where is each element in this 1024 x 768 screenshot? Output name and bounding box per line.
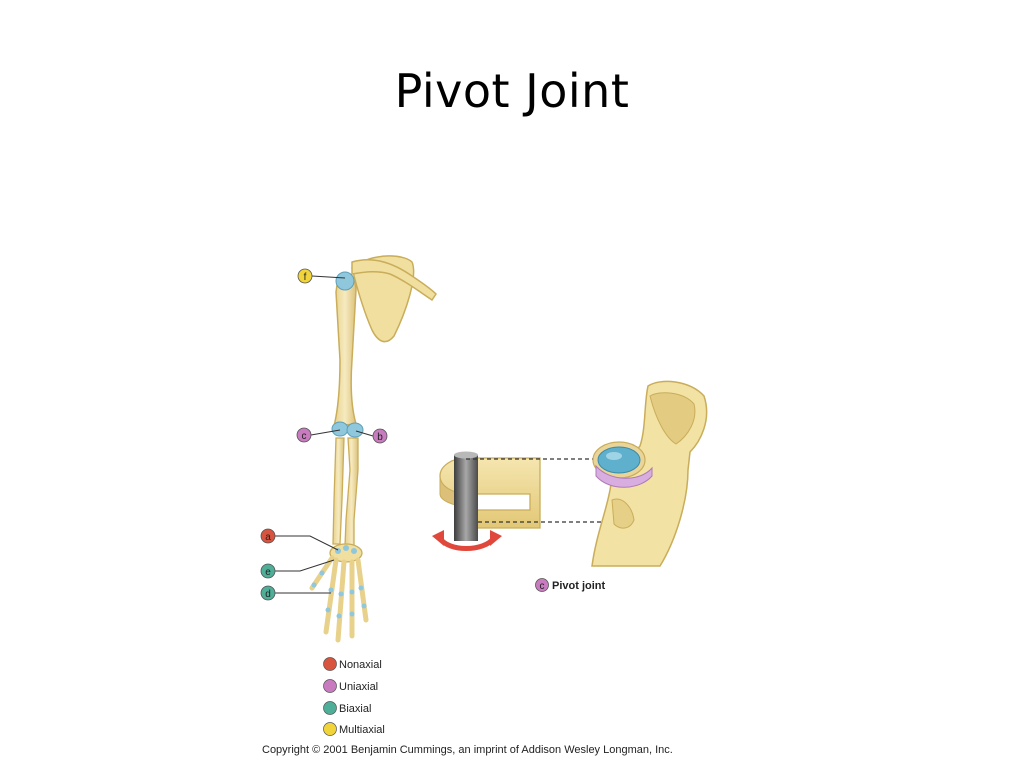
callout-f: f — [297, 268, 346, 284]
legend-item-multiaxial: Multiaxial — [323, 722, 385, 736]
callout-f-letter: f — [304, 272, 307, 283]
copyright-notice: Copyright © 2001 Benjamin Cummings, an i… — [262, 744, 673, 756]
pivot-joint-marker: c — [540, 581, 545, 592]
legend-item-uniaxial: Uniaxial — [323, 679, 378, 693]
legend-item-nonaxial: Nonaxial — [323, 657, 382, 671]
pivot-joint-caption: Pivot joint — [552, 580, 606, 592]
callout-a: a — [260, 528, 339, 551]
svg-text:Multiaxial: Multiaxial — [339, 724, 385, 736]
callout-e-letter: e — [265, 567, 271, 578]
annular-ligament — [595, 464, 653, 488]
svg-text:Biaxial: Biaxial — [339, 703, 371, 715]
legend-item-biaxial: Biaxial — [323, 701, 371, 715]
clavicle — [351, 258, 437, 302]
ulna — [332, 437, 345, 545]
callout-c-letter: c — [302, 431, 307, 442]
thumb — [309, 555, 335, 591]
elbow-cartilage-right — [346, 422, 364, 438]
pivot-peg — [454, 455, 478, 541]
callout-c: c — [296, 427, 341, 443]
slide-title: Pivot Joint — [394, 64, 630, 118]
callout-a-letter: a — [265, 532, 271, 543]
pivot-joint-label: c Pivot joint — [535, 578, 606, 592]
svg-text:Nonaxial: Nonaxial — [339, 659, 382, 671]
svg-text:Uniaxial: Uniaxial — [339, 681, 378, 693]
arm-skeleton — [309, 255, 437, 643]
legend: Nonaxial Uniaxial Biaxial Multiaxial — [323, 657, 385, 736]
shoulder-cartilage — [335, 271, 355, 291]
callout-b: b — [355, 428, 388, 444]
callout-b-letter: b — [377, 432, 383, 443]
callout-d: d — [260, 585, 331, 601]
callout-d-letter: d — [265, 589, 271, 600]
humerus — [333, 274, 357, 427]
proximal-ulna-radius — [591, 380, 708, 567]
callout-e: e — [260, 559, 335, 579]
elbow-cartilage-left — [331, 421, 349, 437]
pivot-mechanical-model — [432, 451, 612, 551]
fingers — [323, 557, 369, 643]
radius — [344, 437, 359, 547]
